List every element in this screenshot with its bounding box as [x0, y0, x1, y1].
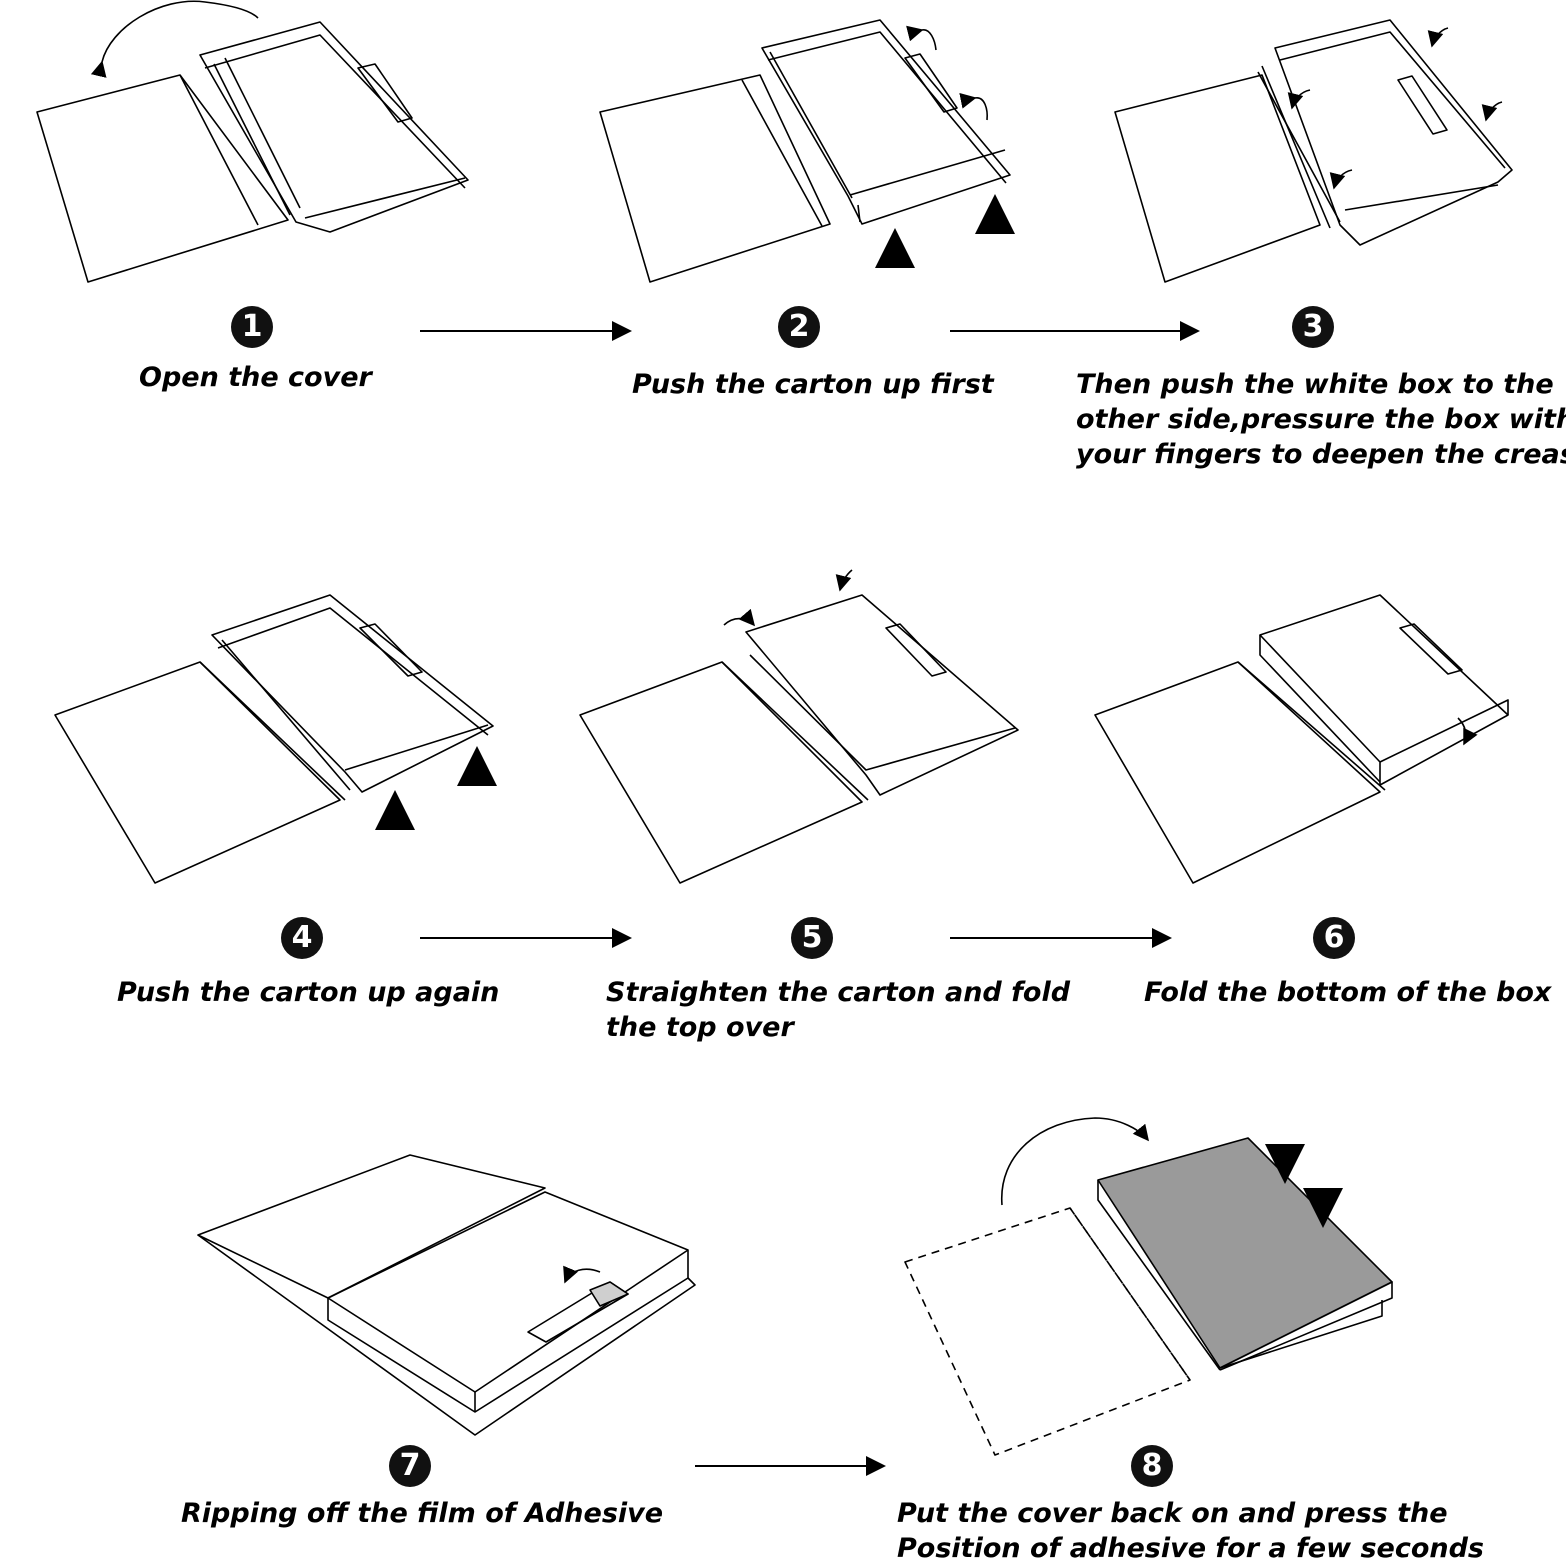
step-4-illustration [54, 594, 497, 884]
step-4-badge: 4 [281, 917, 323, 959]
step-3-illustration [1114, 19, 1513, 283]
step-2-caption-line: Push the carton up first [632, 369, 994, 400]
step-8-badge: 8 [1131, 1445, 1173, 1487]
step-3-caption-line-1: Then push the white box to the [1076, 369, 1554, 400]
step-2-caption: Push the carton up first [632, 367, 994, 402]
step-7-caption: Ripping off the film of Adhesive [181, 1496, 663, 1531]
step-6-caption-line: Fold the bottom of the box [1144, 977, 1552, 1008]
step-2-badge: 2 [778, 306, 820, 348]
step-5-caption-line-2: the top over [606, 1012, 794, 1043]
step-8-caption-line-2: Position of adhesive for a few seconds [897, 1533, 1484, 1564]
step-3-caption-line-2: other side,pressure the box with [1076, 404, 1566, 435]
step-5-caption-line-1: Straighten the carton and fold [606, 977, 1071, 1008]
step-1-illustration [36, 0, 469, 283]
step-5-badge: 5 [791, 917, 833, 959]
step-2-illustration [599, 19, 1015, 283]
step-7-caption-line: Ripping off the film of Adhesive [181, 1498, 664, 1529]
step-7-badge: 7 [389, 1445, 431, 1487]
step-1-caption: Open the cover [139, 360, 372, 395]
step-1-caption-line: Open the cover [139, 362, 372, 393]
step-6-caption: Fold the bottom of the box [1144, 975, 1564, 1010]
step-5-caption: Straighten the carton and fold the top o… [606, 975, 1070, 1045]
step-8-illustration [904, 1117, 1393, 1456]
step-1-badge: 1 [231, 306, 273, 348]
step-4-caption-line: Push the carton up again [117, 977, 500, 1008]
step-3-caption: Then push the white box to the other sid… [1076, 367, 1566, 472]
step-6-illustration [1094, 594, 1509, 884]
step-7-illustration [197, 1154, 696, 1436]
step-4-caption: Push the carton up again [117, 975, 499, 1010]
step-5-illustration [579, 569, 1019, 884]
step-3-badge: 3 [1292, 306, 1334, 348]
step-connector-arrows [420, 321, 1200, 1476]
step-8-caption-line-1: Put the cover back on and press the [897, 1498, 1448, 1529]
step-3-caption-line-3: your fingers to deepen the creas [1076, 439, 1566, 470]
step-6-badge: 6 [1313, 917, 1355, 959]
step-8-caption: Put the cover back on and press the Posi… [897, 1496, 1565, 1566]
